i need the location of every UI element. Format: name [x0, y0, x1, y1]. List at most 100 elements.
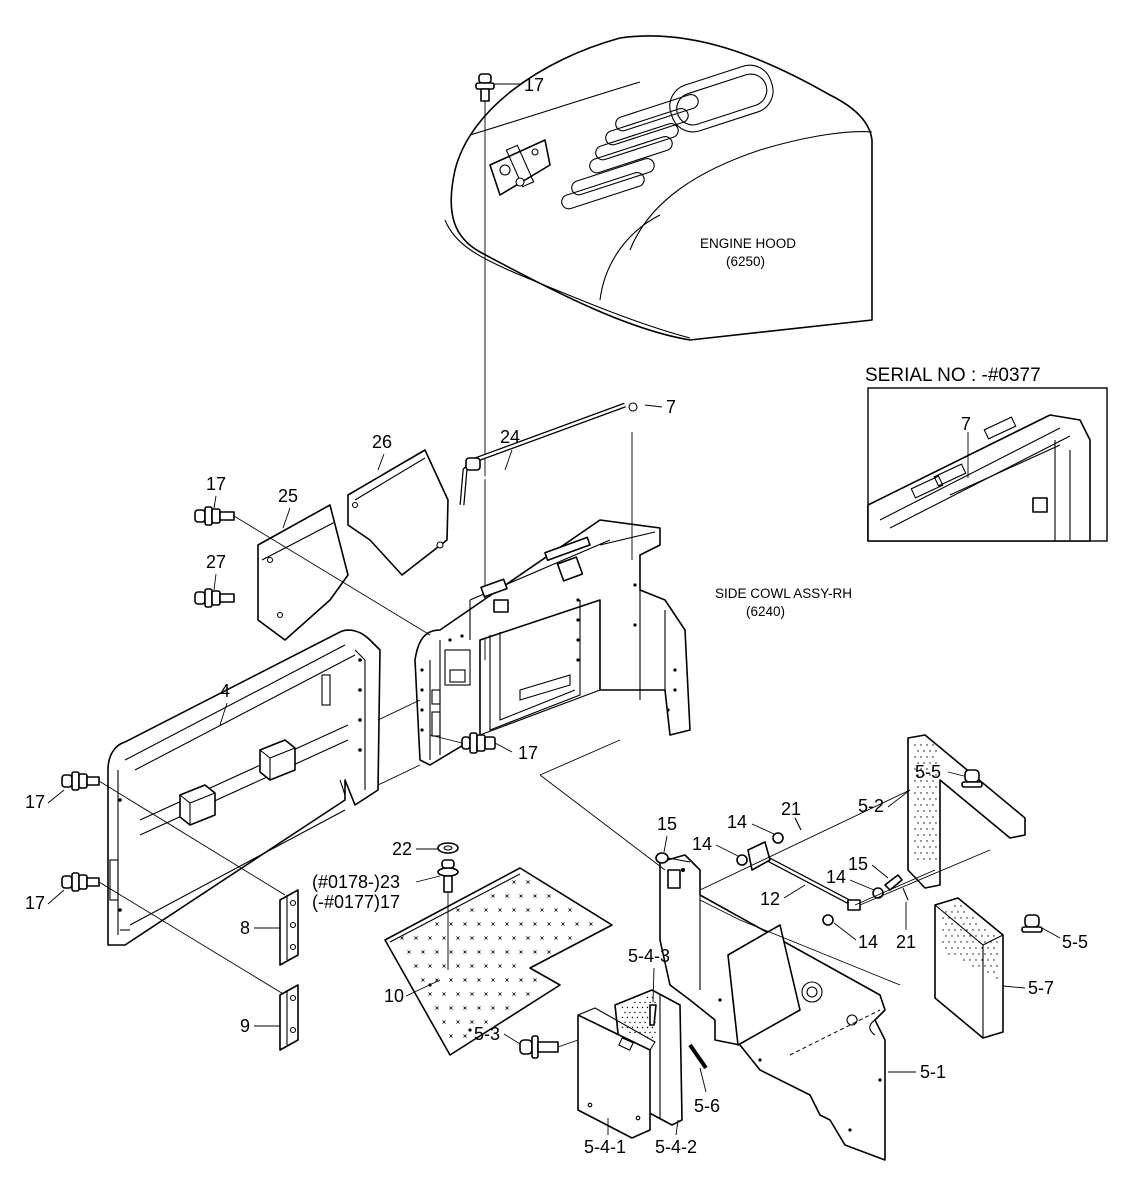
texture-mark: [470, 964, 474, 968]
texture-dot: [914, 828, 916, 830]
texture-mark: [477, 950, 481, 954]
texture-dot: [920, 780, 922, 782]
texture-dot: [948, 941, 950, 943]
texture-dot: [935, 834, 937, 836]
texture-mark: [519, 950, 523, 954]
texture-dot: [917, 834, 919, 836]
texture-dot: [972, 953, 974, 955]
texture-dot: [639, 1021, 641, 1024]
texture-dot: [641, 1016, 644, 1019]
texture-dot: [926, 852, 928, 854]
texture-mark: [498, 936, 502, 940]
texture-dot: [966, 929, 968, 931]
texture-dot: [929, 750, 931, 752]
texture-dot: [641, 1006, 644, 1009]
texture-mark: [512, 908, 516, 912]
callout-24: 24: [500, 427, 520, 447]
texture-dot: [990, 965, 992, 967]
pin-5-6: [688, 1043, 708, 1070]
texture-dot: [929, 774, 931, 776]
texture-mark: [470, 908, 474, 912]
texture-dot: [923, 798, 925, 800]
texture-dot: [654, 1031, 656, 1034]
texture-dot: [914, 852, 916, 854]
texture-dot: [978, 929, 980, 931]
texture-dot: [926, 840, 928, 842]
texture-dot: [646, 1006, 649, 1009]
texture-dot: [935, 858, 937, 860]
texture-mark: [400, 936, 404, 940]
texture-dot: [917, 798, 919, 800]
callout-15-a: 15: [657, 814, 677, 834]
callout-14-b: 14: [727, 812, 747, 832]
texture-dot: [629, 1021, 631, 1024]
bolt-17-upper-left: [194, 506, 431, 636]
texture-dot: [942, 941, 944, 943]
texture-mark: [463, 922, 467, 926]
callout-5-5-lower: 5-5: [1062, 932, 1088, 952]
texture-dot: [978, 941, 980, 943]
hinge-8: [279, 889, 299, 966]
texture-dot: [972, 941, 974, 943]
texture-mark: [449, 1034, 453, 1038]
texture-mark: [484, 1020, 488, 1024]
texture-mark: [533, 894, 537, 898]
texture-dot: [957, 935, 959, 937]
texture-dot: [929, 798, 931, 800]
texture-dot: [942, 917, 944, 919]
texture-dot: [914, 804, 916, 806]
texture-mark: [442, 1020, 446, 1024]
callout-5-4-3: 5-4-3: [628, 946, 670, 966]
texture-mark: [512, 964, 516, 968]
texture-dot: [644, 1011, 646, 1014]
texture-dot: [993, 959, 995, 961]
serial-inset-box: [867, 387, 1108, 542]
texture-mark: [519, 978, 523, 982]
texture-dot: [942, 929, 944, 931]
texture-dot: [954, 953, 956, 955]
texture-dot: [920, 744, 922, 746]
texture-dot: [634, 1011, 636, 1014]
texture-dot: [631, 1026, 634, 1029]
callout-5-4-2: 5-4-2: [655, 1137, 697, 1157]
texture-mark: [414, 964, 418, 968]
texture-dot: [945, 923, 947, 925]
texture-dot: [923, 750, 925, 752]
texture-dot: [948, 929, 950, 931]
callout-7: 7: [666, 397, 676, 417]
texture-mark: [407, 950, 411, 954]
texture-mark: [470, 1020, 474, 1024]
texture-dot: [932, 744, 934, 746]
callout-26: 26: [372, 432, 392, 452]
texture-dot: [932, 816, 934, 818]
texture-dot: [929, 786, 931, 788]
texture-mark: [477, 1006, 481, 1010]
texture-dot: [932, 792, 934, 794]
texture-dot: [920, 828, 922, 830]
texture-mark: [505, 1006, 509, 1010]
callout-14-a: 14: [692, 834, 712, 854]
texture-dot: [984, 929, 986, 931]
texture-dot: [935, 846, 937, 848]
texture-mark: [449, 978, 453, 982]
texture-dot: [917, 846, 919, 848]
texture-dot: [966, 953, 968, 955]
washer-22: [437, 842, 459, 854]
texture-dot: [923, 834, 925, 836]
serial-number-label: SERIAL NO : -#0377: [865, 365, 1041, 386]
texture-dot: [935, 786, 937, 788]
texture-dot: [644, 1031, 646, 1034]
texture-mark: [428, 992, 432, 996]
texture-dot: [636, 1026, 639, 1029]
texture-mark: [463, 950, 467, 954]
texture-mark: [491, 894, 495, 898]
texture-mark: [477, 978, 481, 982]
texture-dot: [621, 1016, 624, 1019]
texture-mark: [414, 936, 418, 940]
texture-dot: [981, 935, 983, 937]
texture-dot: [948, 917, 950, 919]
texture-mark: [505, 978, 509, 982]
texture-mark: [491, 978, 495, 982]
callout-21-a: 21: [781, 799, 801, 819]
